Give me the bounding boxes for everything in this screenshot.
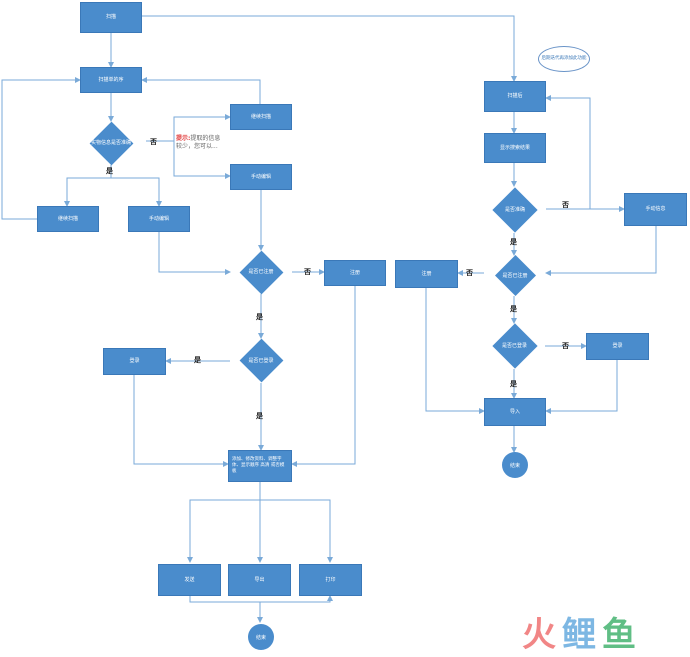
- print-node: 打印: [299, 564, 362, 596]
- iteration-note-bubble: 后期迭代再添加此功能: [538, 46, 590, 72]
- logged-r-decision: 是否已登录: [484, 323, 545, 369]
- manual-fill-r-node: 手动信息: [624, 193, 687, 226]
- login-r-node: 登录: [586, 333, 649, 360]
- show-results-node: 显示搜索结果: [484, 133, 546, 163]
- import-r-node: 导入: [484, 398, 546, 426]
- yes-label: 是: [194, 356, 201, 364]
- end-left-node: 结束: [248, 624, 274, 650]
- no-label: 否: [304, 268, 311, 276]
- hint-note: 提示:提取的信息较少，您可以...: [176, 135, 221, 150]
- register-left-node: 注册: [324, 260, 386, 286]
- end-right-node: 结束: [502, 452, 528, 478]
- edit-block-node: 添加、修改资料、调整字体、显示顺序 高清 或否模板: [228, 450, 292, 482]
- yes-label: 是: [510, 238, 517, 246]
- accurate-r-decision: 是否准确: [484, 186, 546, 233]
- send-node: 发送: [158, 564, 221, 596]
- continue-scan-top-node: 继续扫描: [230, 104, 292, 130]
- manual-edit-top-node: 手动编辑: [230, 164, 292, 190]
- no-label: 否: [150, 138, 157, 146]
- registered-left-decision: 是否已注册: [230, 250, 292, 294]
- start-scan-node: 扫描: [80, 2, 142, 33]
- yes-label: 是: [256, 412, 263, 420]
- no-label: 否: [562, 342, 569, 350]
- yes-label: 是: [256, 313, 263, 321]
- register-r-node: 注册: [395, 260, 458, 288]
- registered-r-decision: 是否已注册: [484, 254, 546, 297]
- yes-label: 是: [510, 305, 517, 313]
- login-left-node: 登录: [103, 348, 166, 375]
- export-node: 导出: [228, 564, 291, 596]
- watermark-logo: 火 鲤 鱼: [522, 614, 636, 655]
- no-label: 否: [562, 201, 569, 209]
- check-info-decision: 实物信息是否准确: [80, 121, 142, 165]
- scan-r-node: 扫描后: [484, 81, 546, 112]
- continue-scan-left-node: 继续扫描: [37, 206, 99, 232]
- logged-left-decision: 是否已登录: [230, 338, 292, 383]
- manual-edit-left-node: 手动编辑: [128, 206, 190, 232]
- scan-serial-node: 扫描单的序: [80, 67, 142, 93]
- yes-label: 是: [106, 167, 113, 175]
- yes-label: 是: [510, 380, 517, 388]
- no-label: 否: [466, 269, 473, 277]
